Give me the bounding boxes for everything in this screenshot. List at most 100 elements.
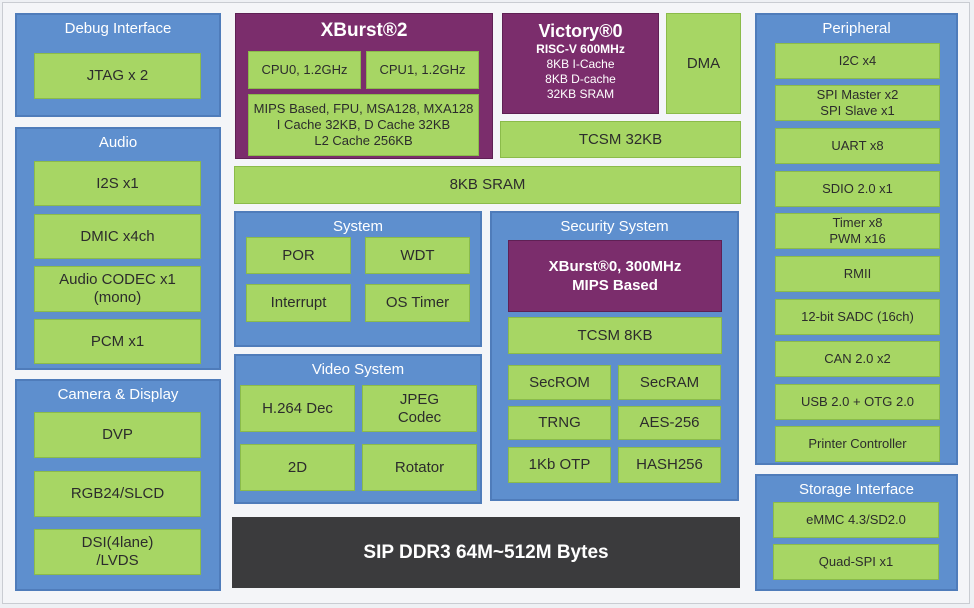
i2s-label: I2S x1: [96, 174, 139, 192]
security-system-title: Security System: [560, 218, 669, 235]
printer-controller-label: Printer Controller: [808, 436, 907, 451]
por-label: POR: [282, 246, 315, 264]
lvds-label: /LVDS: [96, 552, 139, 569]
emmc-block: eMMC 4.3/SD2.0: [773, 502, 939, 538]
dvp-label: DVP: [102, 426, 133, 443]
video-system-title: Video System: [311, 361, 405, 378]
xburst2-core: XBurst®2 CPU0, 1.2GHz CPU1, 1.2GHz MIPS …: [235, 13, 493, 159]
trng-block: TRNG: [508, 406, 611, 440]
hash256-block: HASH256: [618, 447, 721, 483]
audio-codec-label: Audio CODEC x1: [59, 271, 176, 288]
sdio-label: SDIO 2.0 x1: [822, 181, 893, 196]
aes256-block: AES-256: [618, 406, 721, 440]
security-system-panel: Security System XBurst®0, 300MHz MIPS Ba…: [490, 211, 739, 501]
dsi-label: DSI(4lane): [81, 534, 154, 551]
ddr-label: SIP DDR3 64M~512M Bytes: [363, 541, 609, 563]
system-title: System: [332, 218, 383, 235]
can-block: CAN 2.0 x2: [775, 341, 940, 377]
h264-label: H.264 Dec: [262, 399, 333, 417]
audio-codec-block: Audio CODEC x1 (mono): [34, 266, 201, 312]
rgb24-block: RGB24/SLCD: [34, 471, 201, 517]
usb-otg-block: USB 2.0 + OTG 2.0: [775, 384, 940, 420]
xburst0-arch-label: MIPS Based: [572, 277, 658, 294]
pwm-label: PWM x16: [829, 231, 886, 246]
hash256-label: HASH256: [636, 456, 703, 473]
printer-controller-block: Printer Controller: [775, 426, 940, 462]
storage-interface-panel: Storage Interface eMMC 4.3/SD2.0 Quad-SP…: [755, 474, 958, 591]
sadc-block: 12-bit SADC (16ch): [775, 299, 940, 335]
peripheral-title: Peripheral: [822, 20, 891, 37]
secram-block: SecRAM: [618, 365, 721, 400]
timer-pwm-block: Timer x8 PWM x16: [775, 213, 940, 249]
rotator-block: Rotator: [362, 444, 477, 491]
cpu1-block: CPU1, 1.2GHz: [366, 51, 479, 89]
quad-spi-block: Quad-SPI x1: [773, 544, 939, 580]
2d-block: 2D: [240, 444, 355, 491]
tcsm32-label: TCSM 32KB: [578, 130, 663, 148]
system-panel: System POR WDT Interrupt OS Timer: [234, 211, 482, 347]
victory0-title: Victory®0: [538, 21, 623, 41]
audio-panel: Audio I2S x1 DMIC x4ch Audio CODEC x1 (m…: [15, 127, 221, 370]
secrom-label: SecROM: [529, 373, 590, 391]
audio-codec-mono-label: (mono): [93, 289, 142, 306]
xburst0-core: XBurst®0, 300MHz MIPS Based: [508, 240, 722, 312]
xburst2-detail-line: I Cache 32KB, D Cache 32KB: [276, 117, 451, 132]
spi-master-label: SPI Master x2: [816, 87, 899, 102]
cpu0-block: CPU0, 1.2GHz: [248, 51, 361, 89]
timer-label: Timer x8: [832, 215, 883, 230]
xburst0-freq-label: XBurst®0, 300MHz: [548, 258, 682, 275]
victory0-icache: 8KB I-Cache: [546, 57, 615, 71]
sram-label: 8KB SRAM: [449, 176, 526, 193]
jtag-block: JTAG x 2: [34, 53, 201, 99]
os-timer-label: OS Timer: [385, 294, 450, 311]
camera-display-panel: Camera & Display DVP RGB24/SLCD DSI(4lan…: [15, 379, 221, 591]
victory0-core: Victory®0 RISC-V 600MHz 8KB I-Cache 8KB …: [502, 13, 659, 114]
victory0-sram: 32KB SRAM: [546, 87, 615, 101]
cpu0-label: CPU0, 1.2GHz: [261, 62, 348, 77]
secrom-block: SecROM: [508, 365, 611, 400]
rgb24-label: RGB24/SLCD: [70, 485, 165, 502]
pcm-block: PCM x1: [34, 319, 201, 364]
uart-block: UART x8: [775, 128, 940, 164]
dsi-lvds-block: DSI(4lane) /LVDS: [34, 529, 201, 575]
emmc-label: eMMC 4.3/SD2.0: [806, 512, 906, 527]
victory0-dcache: 8KB D-cache: [545, 72, 616, 86]
dvp-block: DVP: [34, 412, 201, 458]
tcsm8-label: TCSM 8KB: [577, 326, 653, 344]
i2s-block: I2S x1: [34, 161, 201, 206]
jpeg-label: JPEG: [399, 390, 440, 408]
storage-interface-title: Storage Interface: [798, 481, 915, 498]
sram-block: 8KB SRAM: [234, 166, 741, 204]
aes256-label: AES-256: [639, 414, 700, 431]
can-label: CAN 2.0 x2: [824, 351, 891, 366]
ddr-block: SIP DDR3 64M~512M Bytes: [232, 517, 740, 588]
dmic-label: DMIC x4ch: [80, 227, 155, 245]
sadc-label: 12-bit SADC (16ch): [801, 309, 914, 324]
tcsm8-block: TCSM 8KB: [508, 317, 722, 354]
debug-interface-title: Debug Interface: [64, 20, 172, 37]
2d-label: 2D: [287, 458, 308, 476]
dma-block: DMA: [666, 13, 741, 114]
xburst2-detail-line: L2 Cache 256KB: [314, 133, 413, 148]
victory0-isa: RISC-V 600MHz: [536, 42, 625, 56]
trng-label: TRNG: [538, 414, 581, 431]
wdt-label: WDT: [400, 246, 435, 264]
jtag-label: JTAG x 2: [86, 67, 149, 84]
jpeg-codec-block: JPEG Codec: [362, 385, 477, 432]
dmic-block: DMIC x4ch: [34, 214, 201, 259]
spi-block: SPI Master x2 SPI Slave x1: [775, 85, 940, 121]
i2c-label: I2C x4: [838, 53, 877, 68]
otp-block: 1Kb OTP: [508, 447, 611, 483]
uart-label: UART x8: [831, 138, 884, 153]
os-timer-block: OS Timer: [365, 284, 470, 322]
xburst2-details-block: MIPS Based, FPU, MSA128, MXA128 I Cache …: [248, 94, 479, 156]
debug-interface-panel: Debug Interface JTAG x 2: [15, 13, 221, 117]
rmii-label: RMII: [843, 266, 872, 281]
rotator-label: Rotator: [394, 458, 445, 476]
codec-label: Codec: [397, 408, 442, 426]
video-system-panel: Video System H.264 Dec JPEG Codec 2D Rot…: [234, 354, 482, 504]
camera-display-title: Camera & Display: [57, 386, 179, 403]
tcsm32-block: TCSM 32KB: [500, 121, 741, 158]
usb-otg-label: USB 2.0 + OTG 2.0: [800, 394, 915, 409]
interrupt-block: Interrupt: [246, 284, 351, 322]
